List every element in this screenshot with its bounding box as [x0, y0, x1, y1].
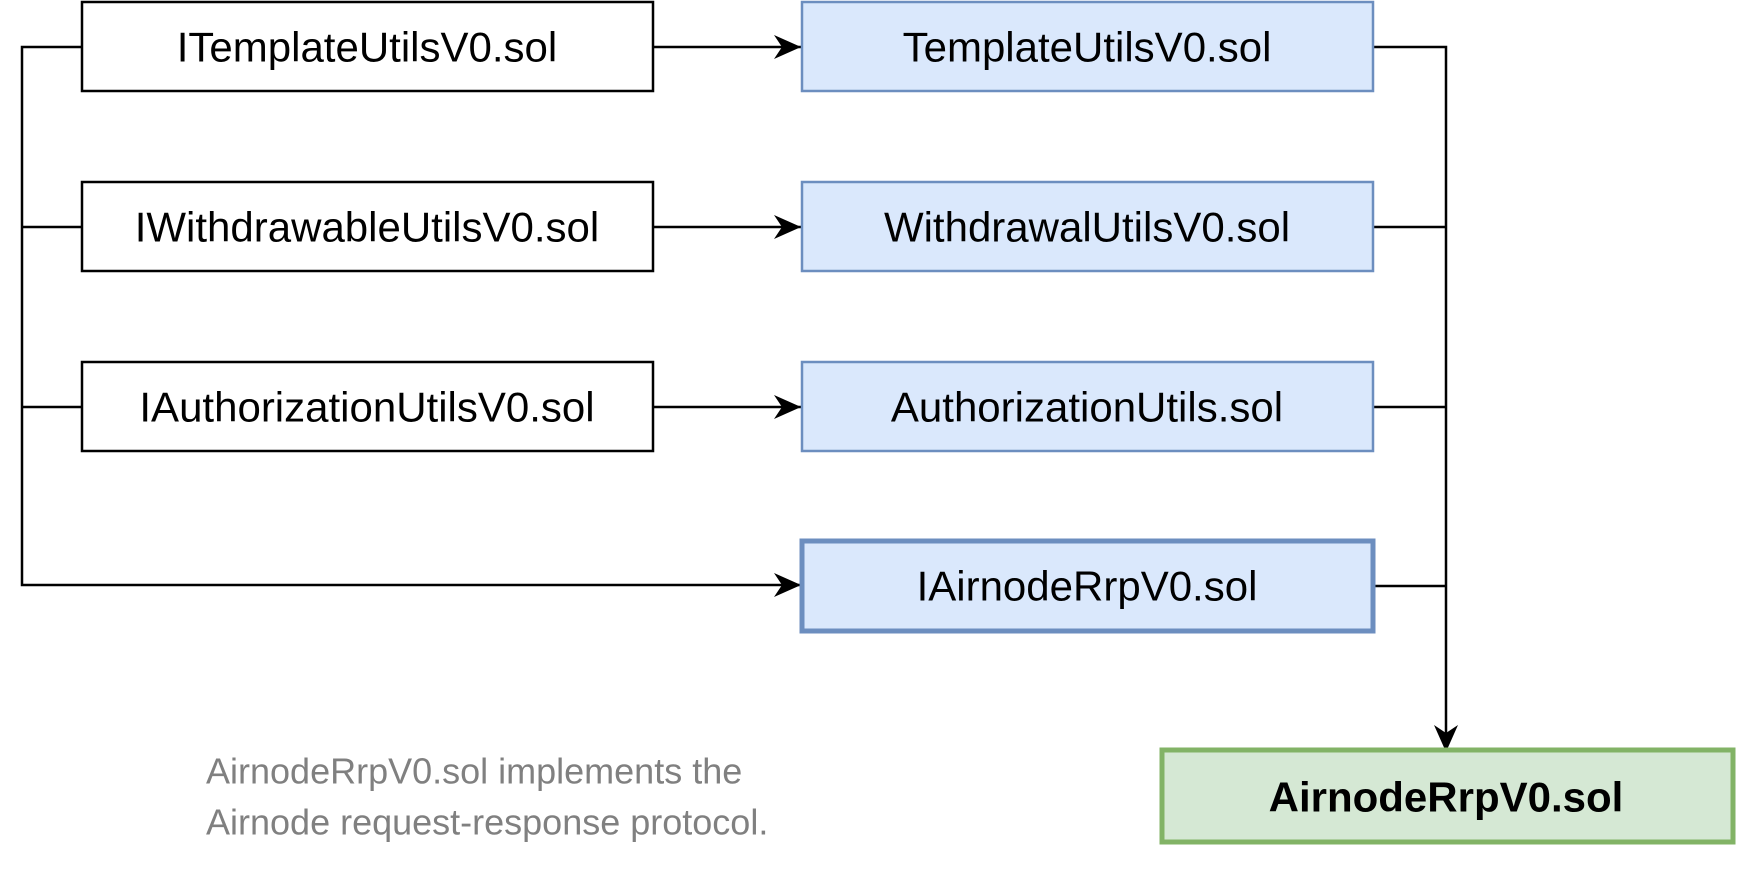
node-iwithdrawable: IWithdrawableUtilsV0.sol: [80, 180, 655, 273]
note-line-1: AirnodeRrpV0.sol implements the: [206, 751, 742, 792]
edge-left-bus: [20, 45, 801, 597]
node-authorization: AuthorizationUtils.sol: [800, 360, 1375, 453]
node-withdrawal: WithdrawalUtilsV0.sol: [800, 180, 1375, 273]
node-airnode-box: [1159, 747, 1736, 845]
node-iairnode-label: IAirnodeRrpV0.sol: [917, 563, 1258, 610]
node-authorization-label: AuthorizationUtils.sol: [891, 384, 1283, 431]
node-itemplate-box: [80, 0, 655, 93]
node-authorization-box: [800, 360, 1375, 453]
node-iwithdrawable-box: [80, 180, 655, 273]
node-airnode-label: AirnodeRrpV0.sol: [1269, 774, 1624, 821]
node-template-label: TemplateUtilsV0.sol: [903, 24, 1272, 71]
node-iairnode: IAirnodeRrpV0.sol: [799, 538, 1376, 634]
edges: [20, 35, 1458, 752]
node-withdrawal-label: WithdrawalUtilsV0.sol: [884, 204, 1290, 251]
node-withdrawal-box: [800, 180, 1375, 273]
node-iauthorization-label: IAuthorizationUtilsV0.sol: [139, 384, 594, 431]
node-iauthorization-box: [80, 360, 655, 453]
node-template-box: [800, 0, 1375, 93]
node-template: TemplateUtilsV0.sol: [800, 0, 1375, 93]
description-note: AirnodeRrpV0.sol implements the Airnode …: [206, 751, 768, 843]
node-iauthorization: IAuthorizationUtilsV0.sol: [80, 360, 655, 453]
node-iwithdrawable-label: IWithdrawableUtilsV0.sol: [135, 204, 600, 251]
note-line-2: Airnode request-response protocol.: [206, 802, 768, 843]
node-airnode: AirnodeRrpV0.sol: [1159, 747, 1736, 845]
node-itemplate: ITemplateUtilsV0.sol: [80, 0, 655, 93]
node-iairnode-box: [799, 538, 1376, 634]
edge-right-bus: [1373, 45, 1458, 752]
node-itemplate-label: ITemplateUtilsV0.sol: [177, 24, 557, 71]
